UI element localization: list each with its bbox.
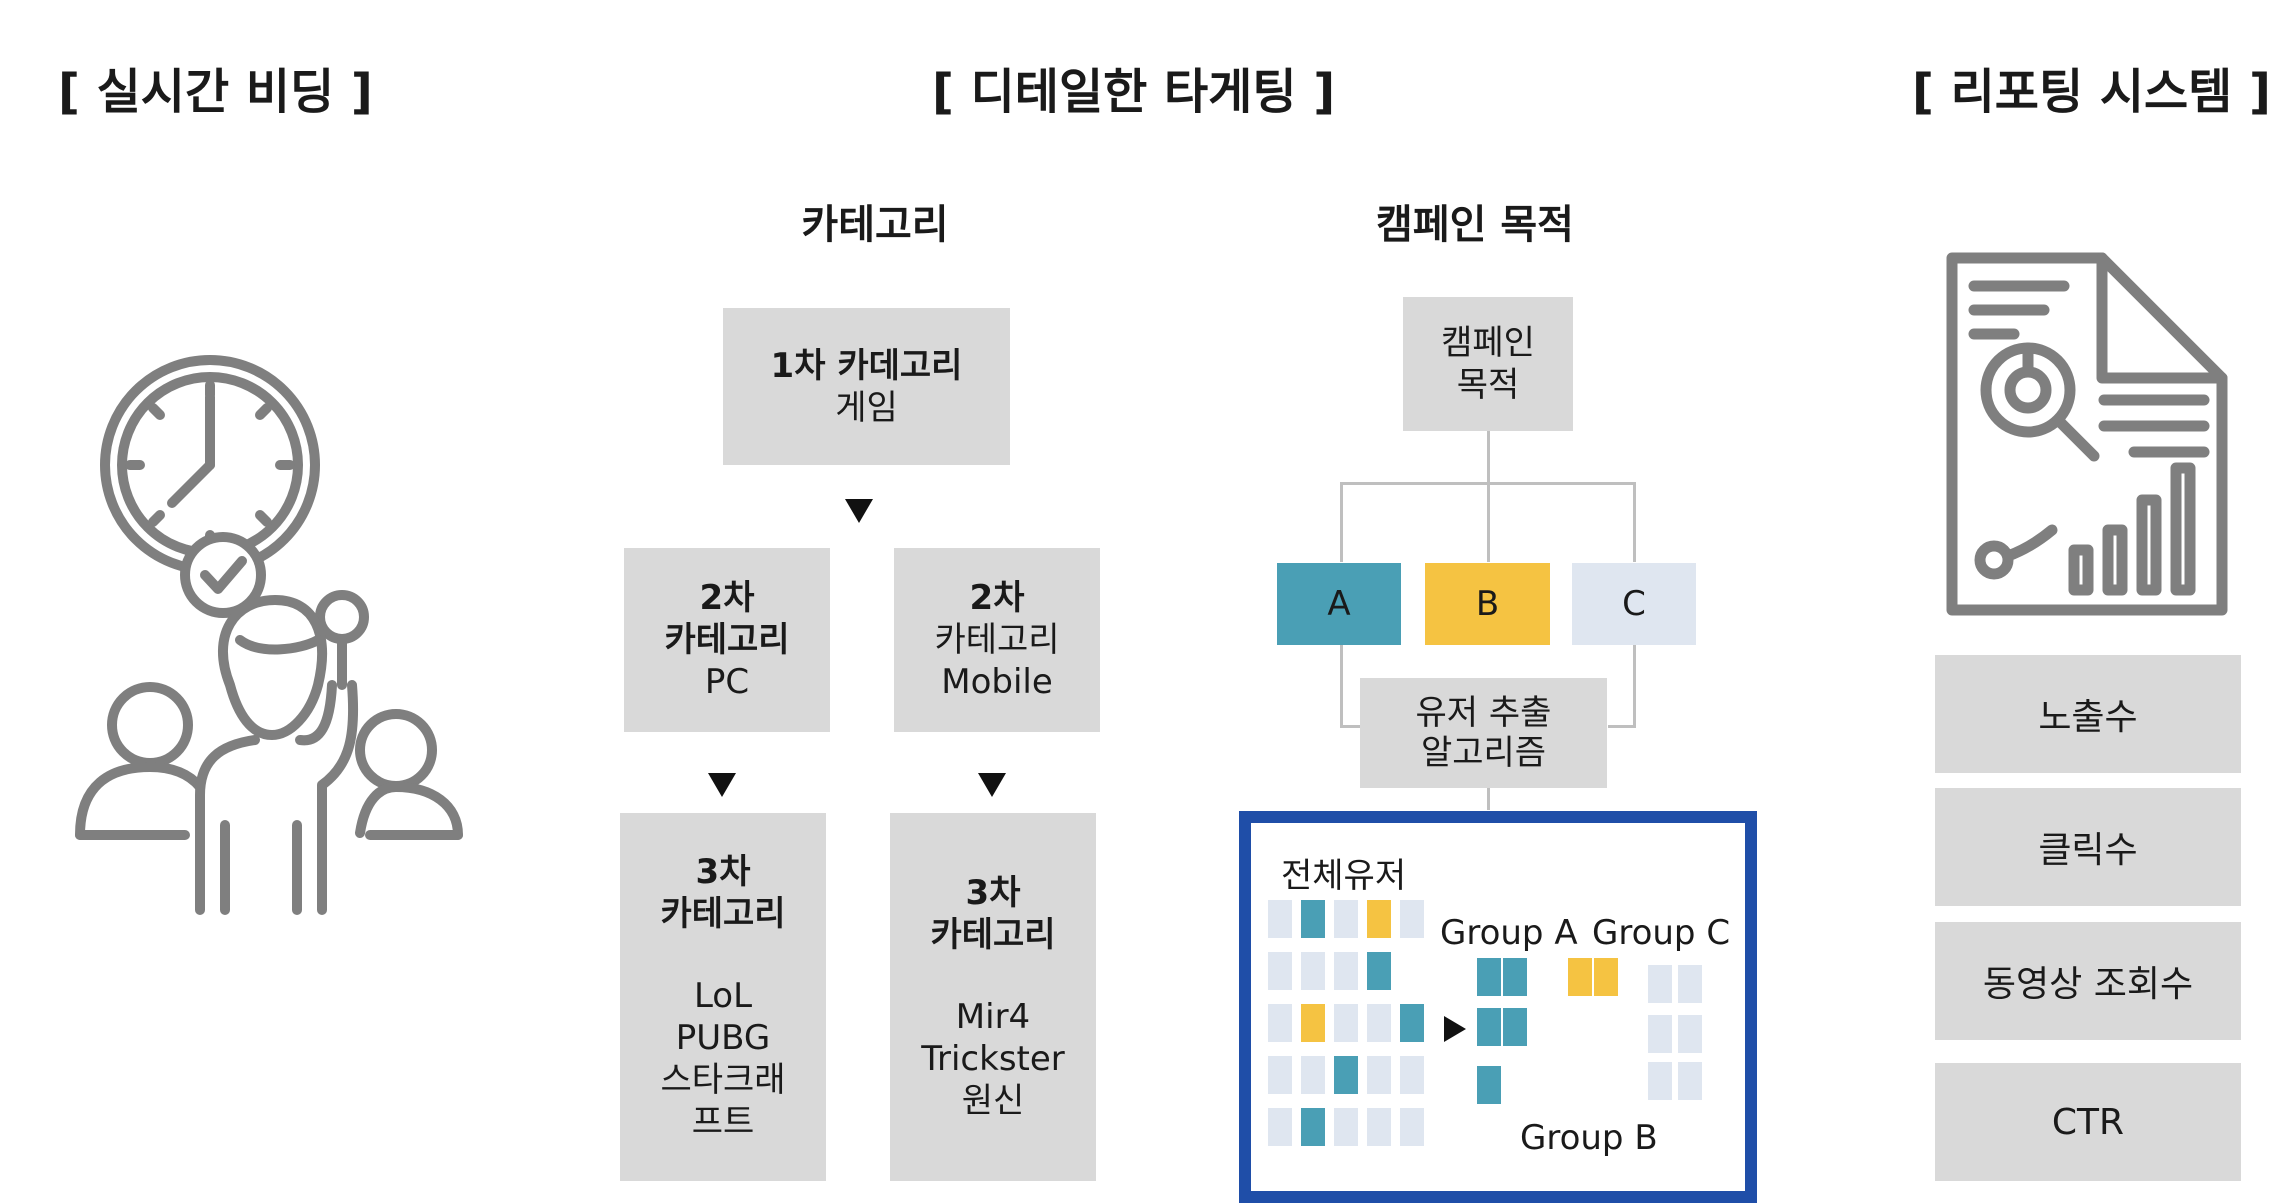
connector-line xyxy=(1340,725,1360,728)
connector-line xyxy=(1608,725,1636,728)
category-level3-pc-item: 스타크래 xyxy=(660,1059,785,1101)
down-arrow-icon xyxy=(978,773,1006,797)
user-cell xyxy=(1301,900,1325,938)
category-level3-pc-box: 3차 카테고리 LoL PUBG 스타크래 프트 xyxy=(620,813,826,1181)
user-cell xyxy=(1400,1108,1424,1146)
category-level2-pc-value: PC xyxy=(705,661,749,703)
grouped-user-cell xyxy=(1477,1008,1501,1046)
category-level3-pc-label: 카테고리 xyxy=(660,893,785,935)
category-level2-pc-rank: 2차 xyxy=(700,577,755,619)
user-cell xyxy=(1334,1056,1358,1094)
category-level2-pc-box: 2차 카테고리 PC xyxy=(624,548,830,732)
grouped-user-cell xyxy=(1503,1008,1527,1046)
connector-line xyxy=(1633,482,1636,562)
metric-clicks: 클릭수 xyxy=(1935,788,2241,906)
section-title-reporting-system: [ 리포팅 시스템 ] xyxy=(1912,52,2271,122)
user-cell xyxy=(1334,1004,1358,1042)
user-cell xyxy=(1367,1004,1391,1042)
user-cell xyxy=(1334,952,1358,990)
category-level3-mobile-item: 원신 xyxy=(962,1080,1025,1122)
campaign-root-box: 캠페인 목적 xyxy=(1403,297,1573,431)
user-extraction-algorithm-box: 유저 추출 알고리즘 xyxy=(1360,678,1607,788)
user-cell xyxy=(1400,1004,1424,1042)
user-cell xyxy=(1268,1108,1292,1146)
category-level3-mobile-item: Trickster xyxy=(921,1038,1065,1080)
algorithm-line2: 알고리즘 xyxy=(1421,733,1546,773)
grouped-user-cell xyxy=(1678,965,1702,1003)
category-level3-mobile-label: 카테고리 xyxy=(930,914,1055,956)
section-title-detailed-targeting: [ 디테일한 타게팅 ] xyxy=(932,52,1335,122)
category-level3-mobile-rank: 3차 xyxy=(966,872,1021,914)
grouped-user-cell xyxy=(1503,958,1527,996)
category-level1-value: 게임 xyxy=(835,387,898,429)
user-cell xyxy=(1400,900,1424,938)
group-a-label: Group A xyxy=(1440,913,1578,953)
report-document-icon xyxy=(1944,250,2234,620)
user-cell xyxy=(1367,952,1391,990)
campaign-title: 캠페인 목적 xyxy=(1360,192,1590,250)
category-level2-mobile-value: Mobile xyxy=(941,661,1053,703)
user-cell xyxy=(1367,1108,1391,1146)
user-cell xyxy=(1268,952,1292,990)
grouped-user-cell xyxy=(1678,1015,1702,1053)
metric-video-views: 동영상 조회수 xyxy=(1935,922,2241,1040)
user-cell xyxy=(1268,1004,1292,1042)
category-level2-mobile-label: 카테고리 xyxy=(934,619,1059,661)
metric-ctr: CTR xyxy=(1935,1063,2241,1181)
campaign-option-a: A xyxy=(1277,563,1401,645)
grouped-user-cell xyxy=(1648,965,1672,1003)
user-cell xyxy=(1367,1056,1391,1094)
connector-line xyxy=(1340,645,1343,727)
down-arrow-icon xyxy=(845,499,873,523)
user-cell xyxy=(1301,1004,1325,1042)
category-title: 카테고리 xyxy=(760,192,990,250)
category-level3-pc-item: PUBG xyxy=(676,1017,770,1059)
category-level2-pc-label: 카테고리 xyxy=(664,619,789,661)
category-level1-title: 1차 카데고리 xyxy=(771,345,963,387)
user-cell xyxy=(1334,900,1358,938)
category-level3-mobile-box: 3차 카테고리 Mir4 Trickster 원신 xyxy=(890,813,1096,1181)
metric-impressions: 노출수 xyxy=(1935,655,2241,773)
campaign-option-b: B xyxy=(1425,563,1550,645)
campaign-option-c: C xyxy=(1572,563,1696,645)
grouped-user-cell xyxy=(1678,1062,1702,1100)
grouped-user-cell xyxy=(1648,1062,1672,1100)
grouped-user-cell xyxy=(1594,958,1618,996)
connector-line xyxy=(1487,786,1490,810)
connector-line xyxy=(1487,482,1490,562)
user-cell xyxy=(1367,900,1391,938)
user-cell xyxy=(1301,1108,1325,1146)
grouped-user-cell xyxy=(1568,958,1592,996)
category-level1-box: 1차 카데고리 게임 xyxy=(723,308,1010,465)
grouped-user-cell xyxy=(1477,1066,1501,1104)
section-title-realtime-bidding: [ 실시간 비딩 ] xyxy=(58,52,373,122)
right-arrow-icon xyxy=(1444,1016,1466,1042)
group-b-label: Group B xyxy=(1520,1118,1658,1158)
category-level3-pc-rank: 3차 xyxy=(696,851,751,893)
user-cell xyxy=(1268,1056,1292,1094)
connector-line xyxy=(1633,645,1636,727)
campaign-root-line1: 캠페인 xyxy=(1441,322,1535,364)
category-level3-mobile-item: Mir4 xyxy=(956,996,1030,1038)
user-cell xyxy=(1301,1056,1325,1094)
connector-line xyxy=(1487,431,1490,483)
connector-line xyxy=(1340,482,1343,562)
user-cell xyxy=(1301,952,1325,990)
down-arrow-icon xyxy=(708,773,736,797)
user-cell xyxy=(1400,1056,1424,1094)
grouped-user-cell xyxy=(1648,1015,1672,1053)
user-cell xyxy=(1334,1108,1358,1146)
group-c-label: Group C xyxy=(1592,913,1730,953)
category-level3-pc-item: LoL xyxy=(694,975,752,1017)
grouped-user-cell xyxy=(1477,958,1501,996)
all-users-label: 전체유저 xyxy=(1281,848,1406,897)
category-level2-mobile-rank: 2차 xyxy=(970,577,1025,619)
campaign-root-line2: 목적 xyxy=(1457,364,1520,406)
user-cell xyxy=(1268,900,1292,938)
auction-bidder-icon xyxy=(60,355,480,915)
algorithm-line1: 유저 추출 xyxy=(1416,693,1552,733)
category-level2-mobile-box: 2차 카테고리 Mobile xyxy=(894,548,1100,732)
category-level3-pc-item: 프트 xyxy=(692,1101,755,1143)
